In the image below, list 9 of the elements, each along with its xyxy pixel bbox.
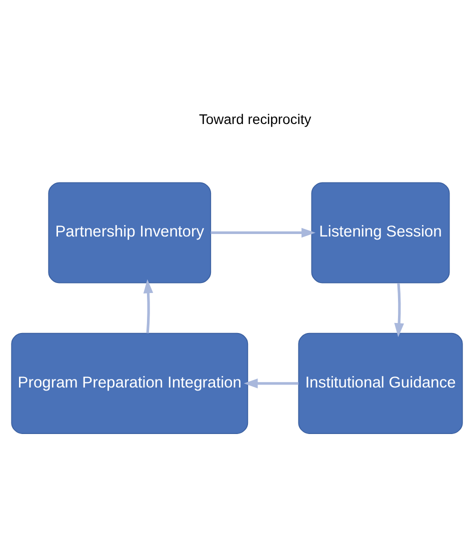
arrow	[210, 228, 316, 238]
node-box: Institutional Guidance	[298, 332, 463, 434]
node-box: Listening Session	[311, 182, 450, 284]
arrow	[394, 283, 404, 338]
label: Toward reciprocity	[198, 111, 312, 128]
node-box: Program Preparation Integration	[11, 332, 248, 434]
arrow	[143, 279, 154, 334]
node-box: Partnership Inventory	[48, 182, 212, 284]
arrow	[244, 378, 299, 388]
